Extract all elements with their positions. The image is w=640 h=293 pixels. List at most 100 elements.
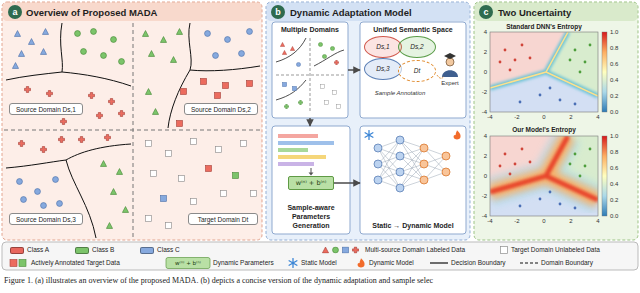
- label-holder: -2: [482, 89, 487, 96]
- axis-tick: 2: [569, 218, 572, 225]
- legend-holder: Dynamic Model: [369, 259, 414, 267]
- label-holder: -4: [482, 109, 487, 116]
- legend-holder: Actively Annotated Target Data: [31, 259, 120, 267]
- parameter-formula: w⁽ⁿ⁾ + b⁽ⁿ⁾: [296, 178, 327, 188]
- label-holder: 1.0: [610, 133, 618, 140]
- parameter-sample-text: w⁽ⁿ⁾ + b⁽ⁿ⁾: [175, 260, 201, 267]
- colorbar-tick: 0.8: [610, 45, 618, 52]
- label-holder: 0.4: [610, 181, 618, 188]
- axis-tick: 2: [484, 49, 487, 56]
- badge-letter: a: [12, 7, 17, 18]
- label-holder: -4: [482, 213, 487, 220]
- label-holder: 4: [596, 218, 599, 225]
- colorbar-tick: 0.2: [610, 197, 618, 204]
- domain-symbol: Dt: [414, 67, 421, 75]
- figure-caption: Figure 1. (a) illustrates an overview of…: [4, 276, 433, 286]
- legend-holder: Static Model: [301, 259, 337, 267]
- legend-text: Dynamic Model: [369, 259, 414, 267]
- axis-tick: 0: [484, 173, 487, 180]
- legend-text: Decision Boundary: [451, 259, 506, 267]
- axis-tick: -2: [514, 114, 519, 121]
- label-holder: 2: [569, 114, 572, 121]
- module-box: Unified Semantic SpaceDs,1Ds,2Ds,3Dt: [360, 22, 466, 118]
- plot-title: Our Model's Entropy: [512, 125, 576, 134]
- legend-swatch: [140, 247, 154, 254]
- label-holder: 2: [484, 49, 487, 56]
- axis-tick: 2: [569, 114, 572, 121]
- domain-symbol: Ds,1: [376, 43, 389, 51]
- flow-arrow: [309, 118, 311, 126]
- axis-tick: 4: [484, 29, 487, 36]
- axis-tick: 0: [542, 114, 545, 121]
- axis-tick: 4: [596, 114, 599, 121]
- legend-swatch: [75, 247, 89, 254]
- label-holder: 0.8: [610, 45, 618, 52]
- panel: Two UncertaintycStandard DNN's EntropyOu…: [474, 2, 638, 240]
- label-holder: -4: [487, 218, 492, 225]
- parameter-box: w⁽ⁿ⁾ + b⁽ⁿ⁾: [288, 176, 334, 190]
- panel-badge: c: [479, 5, 493, 19]
- legend-holder: Target Domain Unlabeled Data: [511, 246, 600, 254]
- badge-letter: b: [275, 7, 281, 18]
- domain-label-box: Target Domain Dt: [188, 213, 258, 225]
- colorbar-tick: 0.8: [610, 149, 618, 156]
- legend-text: Class A: [27, 246, 49, 254]
- annotation-label: Sample Annotation: [375, 90, 425, 97]
- axis-tick: -2: [514, 218, 519, 225]
- panel-badge: a: [8, 5, 22, 19]
- domain-ellipse: Dt: [398, 60, 436, 82]
- label-holder: 2: [484, 153, 487, 160]
- legend-holder: Class C: [157, 246, 180, 254]
- domain-symbol: Ds,3: [376, 65, 389, 73]
- colorbar-tick: 1.0: [610, 133, 618, 140]
- colorbar-tick: 0.6: [610, 61, 618, 68]
- label-holder: 0.0: [610, 213, 618, 220]
- label-holder: -4: [487, 114, 492, 121]
- label-holder: 0: [484, 173, 487, 180]
- axis-tick: 0: [484, 69, 487, 76]
- module-box: Static → Dynamic Model: [360, 126, 466, 234]
- expert-label: Expert: [441, 80, 458, 87]
- legend-text: Actively Annotated Target Data: [31, 259, 120, 267]
- label-holder: 4: [484, 29, 487, 36]
- entropy-plot: Our Model's Entropy: [488, 124, 600, 217]
- axis-tick: 2: [484, 153, 487, 160]
- label-holder: 2: [569, 218, 572, 225]
- colorbar-tick: 0.4: [610, 181, 618, 188]
- label-holder: -2: [514, 218, 519, 225]
- entropy-plot: Standard DNN's Entropy: [488, 21, 600, 113]
- axis-tick: -4: [487, 218, 492, 225]
- domain-label: Target Domain Dt: [198, 215, 249, 224]
- box-title: Unified Semantic Space: [373, 25, 452, 34]
- module-box: Multiple Domains: [272, 22, 348, 118]
- legend-holder: Class A: [27, 246, 49, 254]
- domain-label-box: Source Domain Ds,1: [9, 103, 83, 115]
- legend-text: Static Model: [301, 259, 337, 267]
- legend-text: Domain Boundary: [541, 259, 593, 267]
- module-box: Sample-aware Parameters Generationw⁽ⁿ⁾ +…: [272, 126, 350, 234]
- legend-holder: Dynamic Parameters: [213, 259, 274, 267]
- axis-tick: -4: [482, 109, 487, 116]
- label-holder: Expert: [441, 80, 458, 87]
- domain-label-box: Source Domain Ds,3: [9, 213, 83, 225]
- label-holder: 0: [542, 218, 545, 225]
- panel-title: Dynamic Adaptation Model: [290, 6, 412, 19]
- label-holder: 0.6: [610, 61, 618, 68]
- legend-text: Dynamic Parameters: [213, 259, 274, 267]
- box-title: Multiple Domains: [281, 25, 339, 34]
- label-holder: 1.0: [610, 29, 618, 36]
- panel-badge: b: [271, 5, 285, 19]
- axis-tick: -4: [487, 114, 492, 121]
- colorbar-tick: 0.0: [610, 109, 618, 116]
- legend-holder: Multi-source Domain Labeled Data: [365, 246, 465, 254]
- legend-text: Multi-source Domain Labeled Data: [365, 246, 465, 254]
- axis-tick: -2: [482, 89, 487, 96]
- panel: Overview of Proposed MADAaSource Domain …: [2, 2, 262, 240]
- flow-arrow: [348, 69, 360, 71]
- label-holder: 4: [596, 114, 599, 121]
- label-holder: Sample Annotation: [375, 90, 425, 97]
- label-holder: 0.4: [610, 77, 618, 84]
- legend-holder: Decision Boundary: [451, 259, 506, 267]
- colorbar-tick: 0.6: [610, 165, 618, 172]
- colorbar-tick: 0.0: [610, 213, 618, 220]
